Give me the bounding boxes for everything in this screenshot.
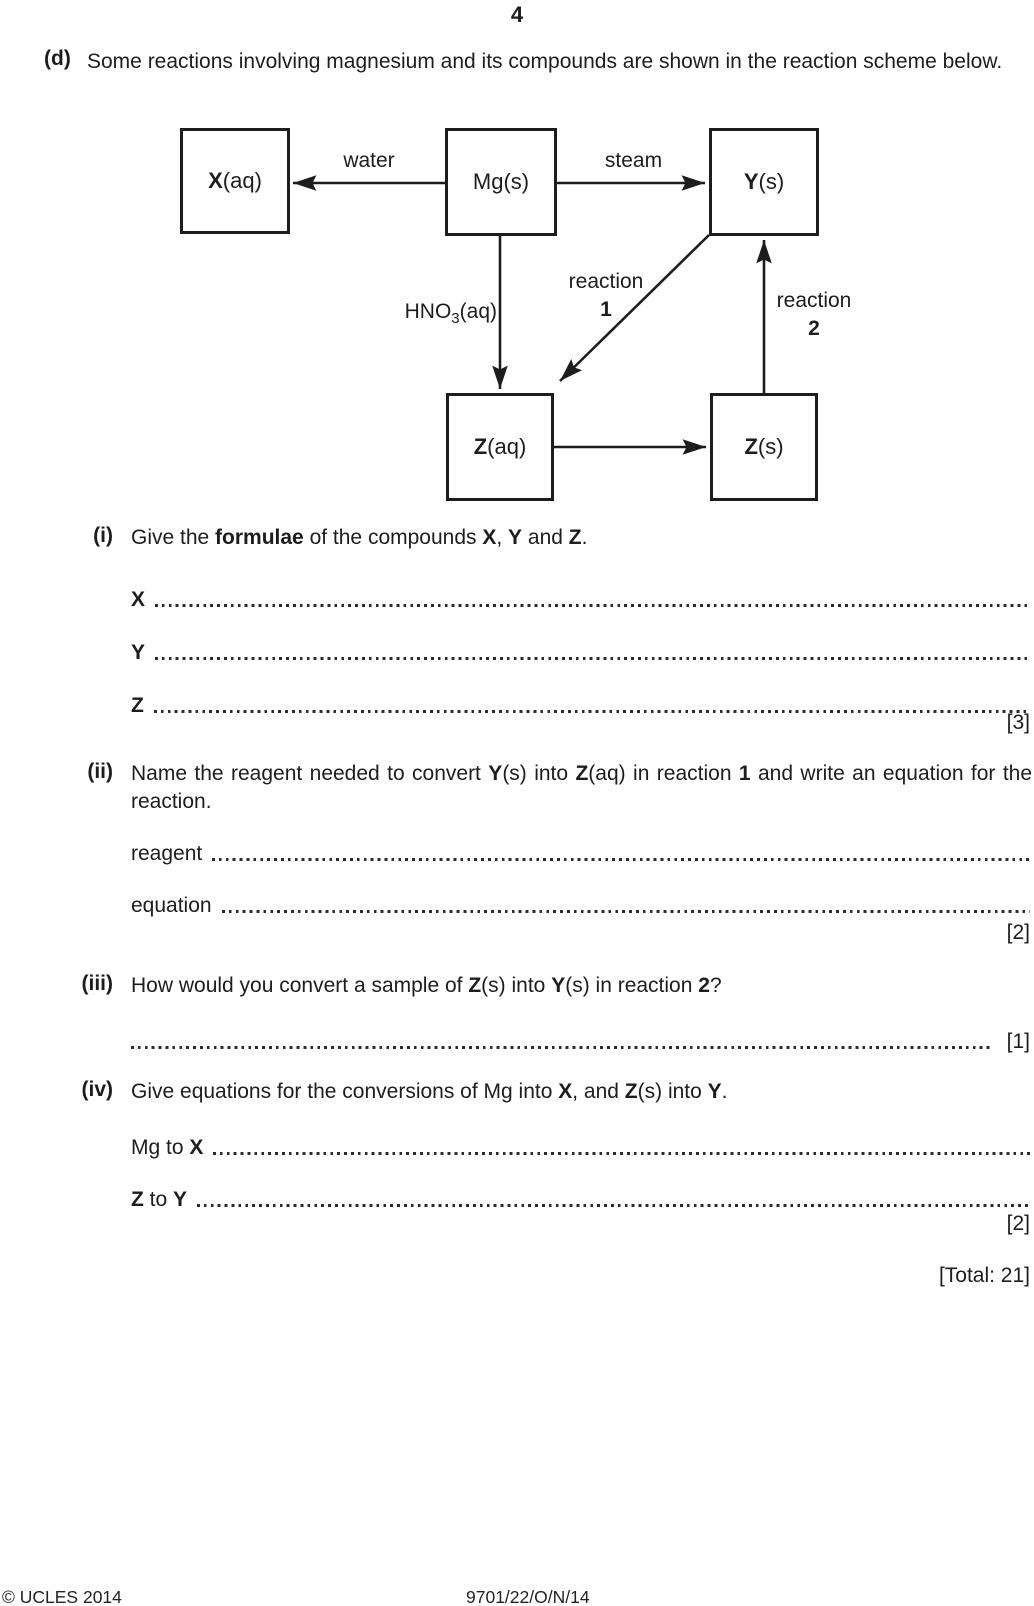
question-iii-label: (iii) [81, 972, 114, 995]
answer-line-reagent: reagent [131, 836, 1030, 866]
answer-line-mg-to-x: Mg to X [131, 1130, 1030, 1160]
answer-line-z-label: Z [131, 694, 144, 717]
mark-q2: [2] [1006, 921, 1030, 944]
question-iii-text: How would you convert a sample of Z(s) i… [131, 974, 722, 997]
mark-q4: [2] [1006, 1212, 1030, 1235]
question-iv-text: Give equations for the conversions of Mg… [131, 1080, 728, 1103]
dotted-line [221, 910, 1030, 913]
part-d-label: (d) [44, 47, 71, 70]
mg-to-x-label: Mg to X [131, 1136, 204, 1159]
box-zaq-symbol: Z [473, 434, 488, 459]
box-x-aq: X(aq) [180, 128, 290, 234]
mark-q3: [1] [1006, 1030, 1030, 1053]
answer-line-y: Y [131, 635, 1030, 665]
box-zs-symbol: Z [744, 434, 758, 459]
box-z-aq: Z(aq) [446, 393, 554, 501]
answer-line-z: Z [131, 688, 1030, 718]
box-y-symbol: Y [743, 169, 759, 194]
water-label: water [343, 149, 395, 172]
total-marks: [Total: 21] [938, 1264, 1030, 1287]
box-mg: Mg(s) [445, 128, 557, 236]
dotted-line [155, 657, 1030, 660]
answer-line-x: X [131, 582, 1030, 612]
footer-paper-code: 9701/22/O/N/14 [466, 1587, 590, 1606]
box-zs-state: (s) [757, 434, 784, 459]
box-y-s: Y(s) [709, 128, 819, 236]
box-mg-label: Mg(s) [472, 169, 530, 194]
dotted-line [212, 858, 1030, 861]
footer-copyright: © UCLES 2014 [2, 1587, 122, 1606]
hno3-label: HNO3(aq) [404, 300, 497, 328]
answer-line-y-label: Y [131, 641, 146, 664]
dotted-line [213, 1152, 1030, 1155]
question-i-label: (i) [93, 524, 113, 547]
answer-line-x-label: X [131, 588, 146, 611]
page-number: 4 [510, 2, 524, 27]
question-i-text: Give the formulae of the compounds X, Y … [131, 526, 588, 549]
dotted-line [155, 604, 1030, 607]
steam-label: steam [604, 149, 663, 172]
reagent-label: reagent [131, 842, 203, 865]
box-zaq-state: (aq) [487, 434, 527, 459]
answer-line-z-to-y: Z to Y [131, 1182, 1030, 1212]
part-d-text: Some reactions involving magnesium and i… [87, 50, 1003, 73]
box-x-state: (aq) [222, 168, 262, 193]
answer-line-q3: [1] [131, 1024, 1030, 1054]
question-ii-label: (ii) [87, 760, 113, 783]
mark-q1: [3] [1006, 711, 1030, 734]
box-z-s: Z(s) [710, 393, 818, 501]
dotted-line [131, 1046, 993, 1049]
box-y-state: (s) [758, 169, 785, 194]
box-x-symbol: X [208, 168, 223, 193]
dotted-line [197, 1204, 1030, 1207]
answer-line-equation: equation [131, 888, 1030, 918]
question-iv-label: (iv) [81, 1078, 114, 1101]
z-to-y-label: Z to Y [131, 1188, 188, 1211]
question-ii-text: Name the reagent needed to convert Y(s) … [131, 762, 1033, 813]
reaction-2-label: reaction 2 [776, 289, 852, 340]
equation-label: equation [131, 894, 212, 917]
dotted-line [153, 710, 1030, 713]
reaction-1-label: reaction 1 [568, 270, 644, 321]
